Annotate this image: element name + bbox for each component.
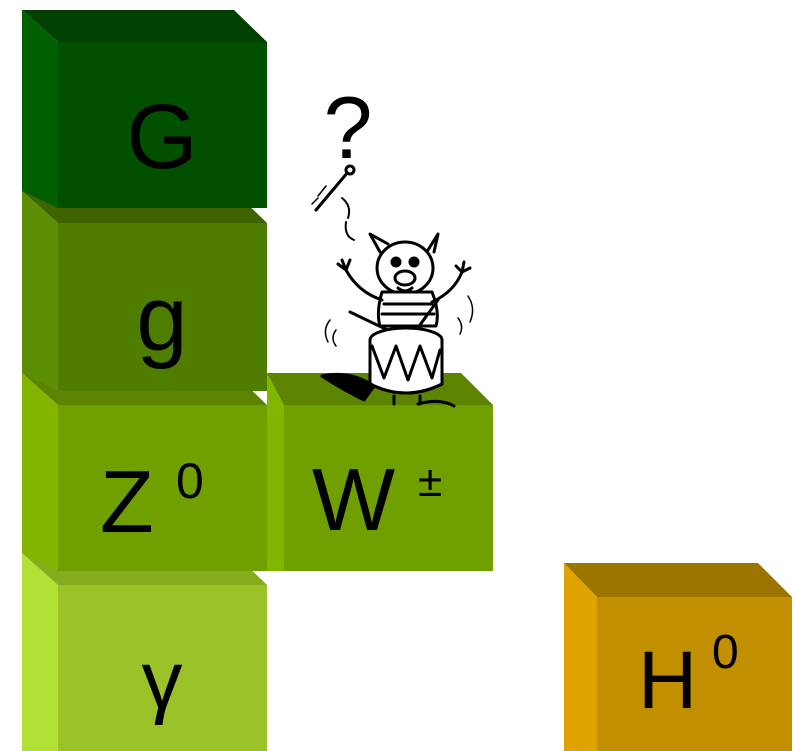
gluon-cube: g: [22, 191, 267, 391]
w-boson-symbol: W: [312, 450, 395, 549]
graviton-cube: G: [22, 10, 267, 208]
higgs-cube: H 0: [564, 563, 792, 751]
higgs-superscript: 0: [712, 626, 739, 679]
gluon-symbol: g: [136, 268, 187, 370]
photon-cube: γ: [22, 553, 267, 751]
drummer-illustration: [311, 164, 474, 408]
z-boson-superscript: 0: [176, 453, 204, 509]
creature-head: [368, 232, 440, 296]
graviton-symbol: G: [126, 86, 198, 188]
photon-symbol: γ: [142, 635, 183, 726]
higgs-symbol: H: [638, 635, 697, 726]
w-boson-superscript: ±: [418, 457, 442, 506]
creature-body: [376, 290, 439, 328]
w-boson-cube: W ±: [267, 373, 493, 571]
question-mark: ?: [324, 78, 373, 177]
drumstick-icon: [311, 164, 356, 212]
z-boson-cube: Z 0: [22, 373, 267, 571]
drum-icon: [368, 326, 444, 395]
z-boson-symbol: Z: [100, 452, 154, 551]
